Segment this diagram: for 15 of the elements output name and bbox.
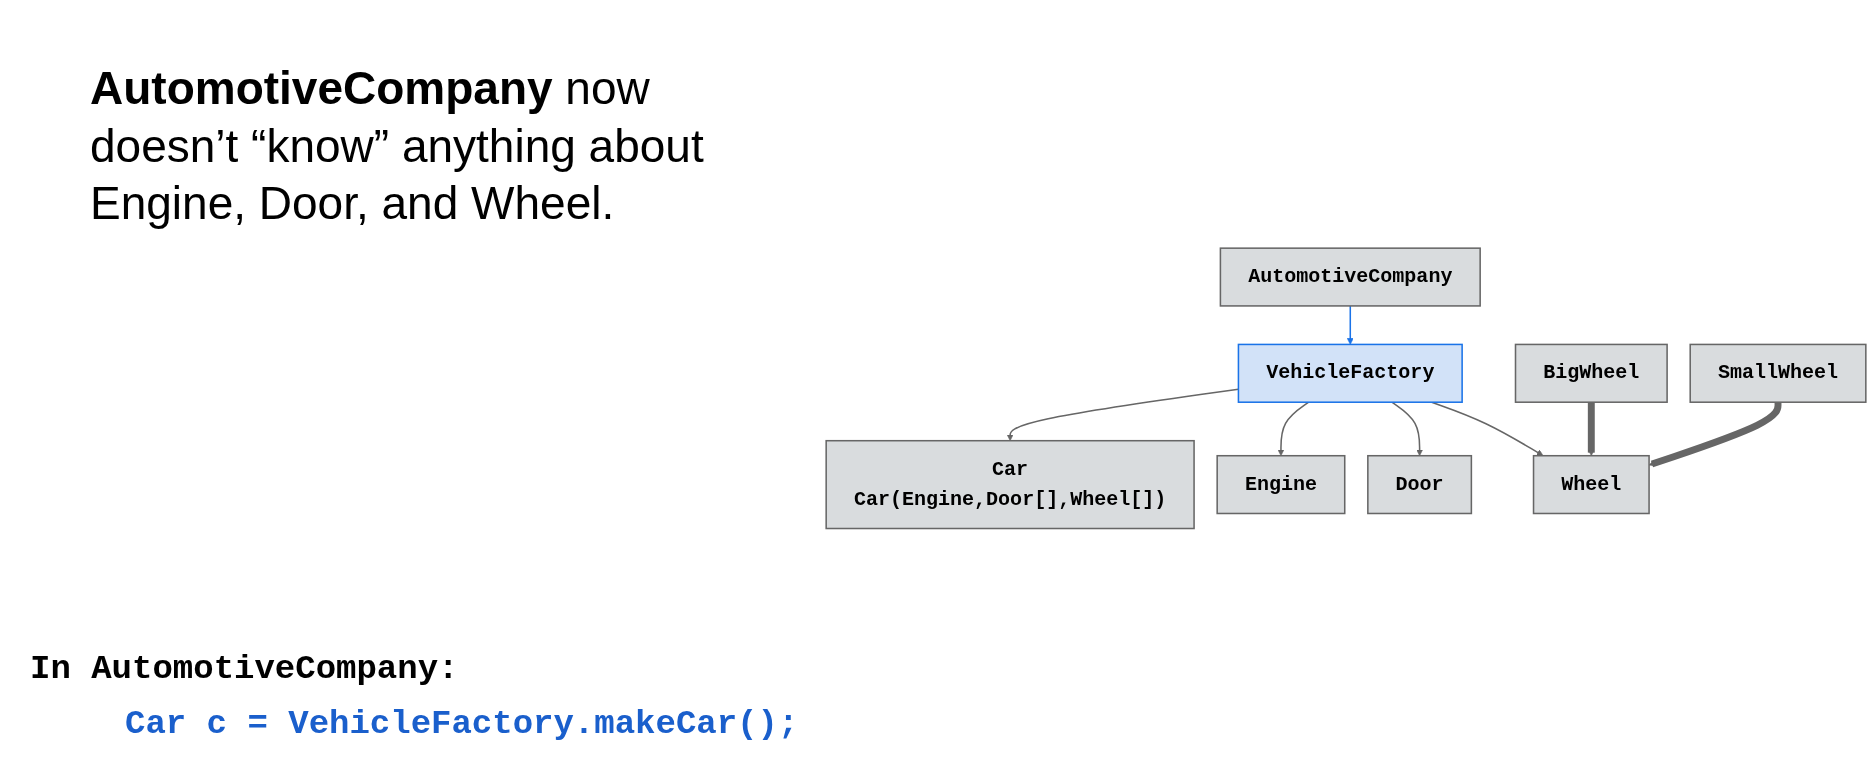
node-box: Car Car(Engine,Door[],Wheel[]) — [825, 440, 1195, 530]
node-box: SmallWheel — [1689, 343, 1867, 404]
arrow — [1391, 401, 1423, 457]
node-box: Engine — [1216, 455, 1346, 515]
node-box: AutomotiveCompany — [1219, 247, 1481, 307]
node-box: Door — [1367, 455, 1473, 515]
arrow — [1587, 402, 1595, 457]
node-box: Wheel — [1532, 455, 1650, 515]
code-line: Car c = VehicleFactory.makeCar(); — [125, 705, 799, 743]
note-text: AutomotiveCompany now doesn’t “know” anything about Engine, Door, and Wheel. — [90, 61, 705, 231]
arrow — [1277, 401, 1310, 457]
code-line: In AutomotiveCompany: — [30, 650, 459, 688]
node-box: VehicleFactory — [1237, 343, 1463, 404]
node-box: BigWheel — [1514, 343, 1668, 404]
arrow — [1346, 305, 1354, 345]
